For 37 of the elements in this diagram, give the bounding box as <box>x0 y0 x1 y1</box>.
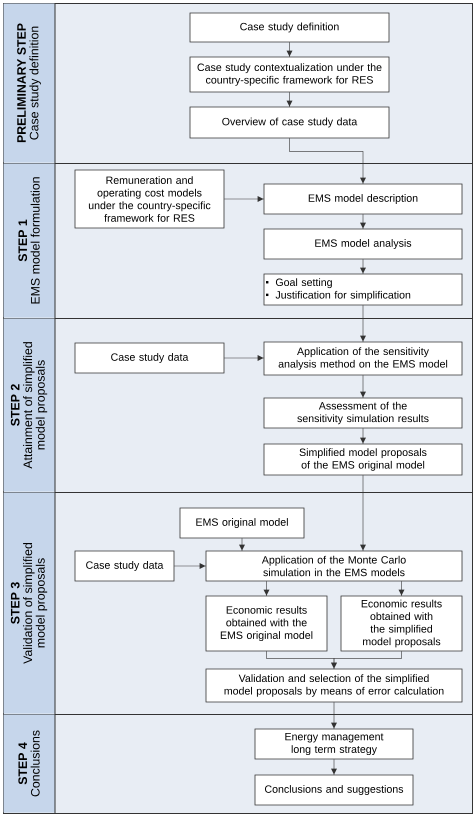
process-box: Case study data <box>74 550 174 582</box>
arrow <box>360 214 366 229</box>
arrow <box>398 581 404 596</box>
arrow <box>360 475 366 551</box>
process-box: EMS model description <box>264 184 462 214</box>
arrow <box>331 759 337 775</box>
process-box: Conclusions and suggestions <box>254 774 414 806</box>
process-box: Remuneration and operating cost models under the country-specific framework for RES <box>74 170 224 228</box>
arrow <box>331 651 402 669</box>
process-box: Case study definition <box>190 12 390 42</box>
arrow <box>286 92 292 107</box>
process-box: Economic results obtained with the simplified model proposals <box>340 596 462 652</box>
arrow <box>239 538 245 551</box>
process-box: Goal setting Justification for simplification <box>264 274 462 306</box>
process-box: Application of the sensitivity analysis method on the EMS model <box>264 342 462 376</box>
arrow <box>360 428 366 444</box>
process-box: Overview of case study data <box>190 106 390 138</box>
arrow <box>286 42 292 57</box>
arrow <box>174 563 206 569</box>
process-box: Economic results obtained with the EMS original model <box>206 596 328 652</box>
process-box: Application of the Monte Carlo simulation in the EMS models <box>206 550 462 582</box>
arrow <box>360 375 366 398</box>
process-box: Case study data <box>74 342 224 374</box>
arrow <box>224 196 264 202</box>
process-box: Case study contextualization under the country-specific framework for RES <box>190 56 390 92</box>
process-box: Simplified model proposals of the EMS original model <box>264 444 462 476</box>
arrow <box>331 702 337 729</box>
arrow <box>289 138 366 184</box>
process-box: EMS model analysis <box>264 228 462 260</box>
arrow <box>360 259 366 274</box>
process-box: EMS original model <box>180 508 304 538</box>
process-box: Assessment of the sensitivity simulation results <box>264 398 462 428</box>
process-box: Validation and selection of the simplified model proposals by means of error calculation <box>206 668 462 702</box>
arrow <box>224 355 264 361</box>
process-box: Energy management long term strategy <box>254 728 414 760</box>
arrow <box>360 305 366 342</box>
arrow <box>264 581 270 596</box>
